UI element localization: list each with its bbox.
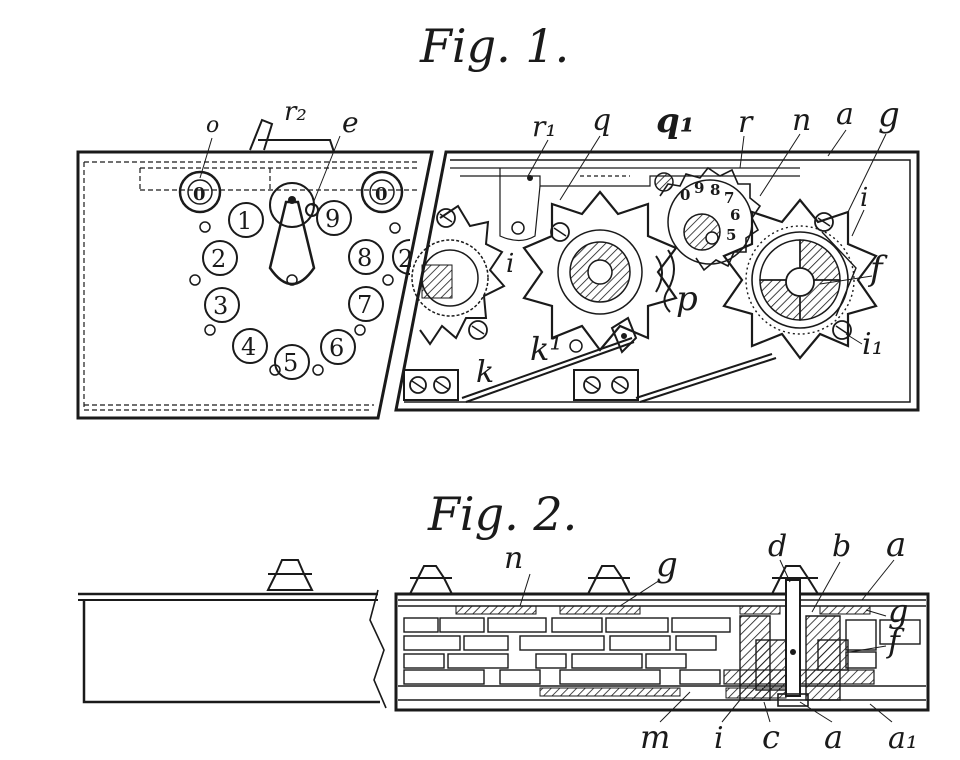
label-n-fig2: n (504, 541, 523, 576)
dial-digit-3[interactable]: 3 (204, 287, 240, 323)
fig2-right-section (394, 565, 930, 712)
label-e: e (342, 106, 359, 139)
dial-dots (189, 221, 401, 376)
label-f: f (867, 249, 888, 289)
label-m: m (640, 718, 670, 756)
fig2-title: Fig. 2. (427, 487, 577, 541)
dial-digit-2-partial: 2 (392, 239, 413, 275)
pointer-handle[interactable] (268, 182, 319, 286)
wheel-digit-0: 0 (680, 186, 690, 204)
svg-text:1: 1 (237, 207, 252, 235)
label-i-right: i (860, 183, 868, 213)
label-k1: k¹ (530, 330, 562, 368)
label-a1: a₁ (888, 721, 918, 756)
label-i1: i₁ (862, 327, 884, 362)
label-k: k (476, 355, 494, 390)
zero-knob-right[interactable]: 0 (360, 170, 404, 214)
gear-middle-star (522, 190, 678, 354)
dial-digits: 1 2 3 4 5 6 7 8 9 2 (202, 200, 413, 380)
label-r1: r₁ (532, 110, 557, 143)
wheel-digit-9: 9 (694, 179, 704, 197)
svg-text:3: 3 (213, 292, 228, 320)
dial-digit-1[interactable]: 1 (228, 202, 264, 238)
label-g-top: g (656, 545, 678, 585)
dial-digit-5[interactable]: 5 (274, 344, 310, 380)
label-c: c (762, 718, 780, 756)
label-a: a (836, 97, 854, 132)
screw-plate-left (403, 369, 459, 401)
svg-text:4: 4 (241, 333, 256, 361)
zero-digit-left: 0 (193, 184, 206, 205)
fig1-right-housing (394, 150, 920, 412)
svg-text:8: 8 (357, 244, 372, 272)
dial-digit-2[interactable]: 2 (202, 240, 238, 276)
fig1-title: Fig. 1. (419, 19, 569, 73)
label-g: g (878, 95, 900, 135)
label-b: b (832, 529, 851, 564)
fig2-labels: n g d b a g f m i c a a₁ (504, 525, 918, 756)
label-i-left: i (506, 249, 514, 279)
wheel-digit-5: 5 (726, 226, 736, 244)
wheel-digit-8: 8 (710, 181, 720, 199)
label-d: d (768, 529, 787, 564)
label-g-right: g (888, 592, 908, 630)
numbered-wheel: 0 9 8 7 6 5 (654, 166, 762, 313)
label-p: p (676, 279, 698, 319)
springs-k (461, 337, 777, 403)
label-q: q (592, 103, 611, 138)
svg-text:9: 9 (325, 205, 340, 233)
svg-text:7: 7 (357, 291, 372, 319)
dial-digit-9[interactable]: 9 (316, 200, 352, 236)
gear-left-partial (411, 204, 506, 346)
svg-text:5: 5 (283, 349, 298, 377)
dial-digit-8[interactable]: 8 (348, 239, 384, 275)
svg-text:2: 2 (211, 245, 226, 273)
fig2-left-body (78, 559, 387, 709)
zero-digit-right: 0 (375, 184, 388, 205)
gear-right-toothed (722, 198, 878, 360)
dial-digit-6[interactable]: 6 (320, 329, 356, 365)
label-i-fig2: i (714, 721, 724, 756)
label-n: n (792, 103, 811, 138)
svg-text:2: 2 (398, 245, 413, 273)
zero-knob-left[interactable]: 0 (178, 170, 222, 214)
fig1-left-housing (76, 118, 434, 420)
label-q1: q₁ (656, 101, 695, 141)
label-r2: r₂ (284, 97, 307, 127)
svg-text:6: 6 (329, 334, 344, 362)
label-r: r (738, 105, 754, 140)
wheel-digit-7: 7 (724, 189, 734, 207)
label-a-top: a (886, 525, 906, 565)
screw-plate-middle (573, 369, 639, 401)
dial-digit-4[interactable]: 4 (232, 328, 268, 364)
label-o: o (206, 113, 219, 138)
label-a-bottom: a (824, 718, 843, 756)
wheel-digit-6: 6 (730, 206, 740, 224)
dial-digit-7[interactable]: 7 (348, 286, 384, 322)
